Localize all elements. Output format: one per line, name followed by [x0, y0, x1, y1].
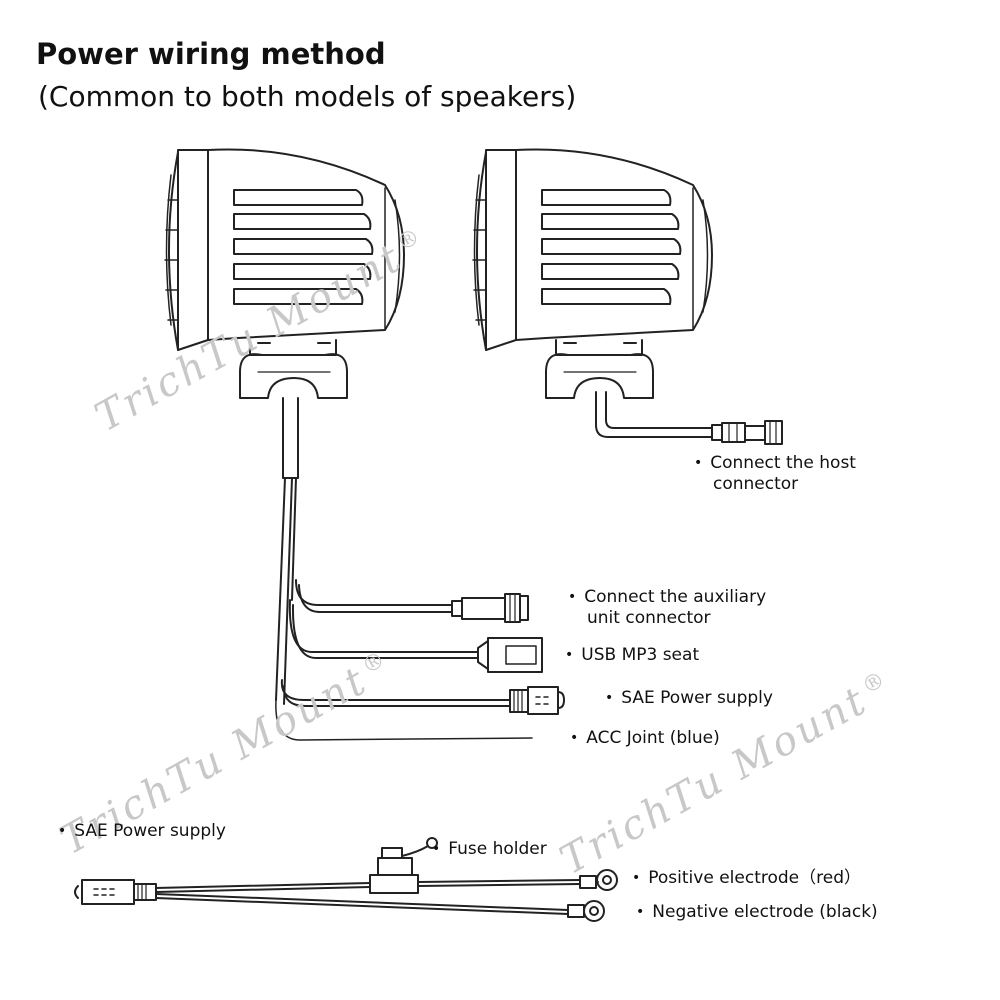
bullet: • — [565, 647, 574, 663]
speaker-aux — [472, 148, 783, 445]
label-sae-speaker: • SAE Power supply — [605, 688, 773, 709]
label-text: Connect the host — [710, 453, 856, 473]
bullet: • — [58, 823, 67, 839]
label-usb: • USB MP3 seat — [565, 645, 699, 666]
bullet: • — [694, 455, 703, 471]
page-subtitle: (Common to both models of speakers) — [38, 80, 577, 113]
label-text: SAE Power supply — [74, 821, 226, 841]
label-aux-connector: • Connect the auxiliary unit connector — [568, 587, 766, 628]
label-positive: • Positive electrode（red） — [632, 868, 861, 889]
bullet: • — [636, 904, 645, 920]
bullet: • — [570, 730, 579, 746]
label-text: SAE Power supply — [621, 688, 773, 708]
bullet: • — [432, 841, 441, 857]
label-text: ACC Joint (blue) — [586, 728, 720, 748]
label-text: unit connector — [587, 608, 711, 628]
label-text: Positive electrode（red） — [648, 868, 861, 888]
bullet: • — [568, 589, 577, 605]
label-fuse-holder: • Fuse holder — [432, 839, 547, 860]
label-text: Connect the auxiliary — [584, 587, 767, 607]
label-text: Negative electrode (black) — [652, 902, 878, 922]
label-sae-cable: • SAE Power supply — [58, 821, 226, 842]
label-text: Fuse holder — [448, 839, 547, 859]
bullet: • — [605, 690, 614, 706]
page-title: Power wiring method — [36, 37, 386, 71]
label-negative: • Negative electrode (black) — [636, 902, 878, 923]
bullet: • — [632, 870, 641, 886]
label-host-connector: • Connect the host connector — [694, 453, 856, 494]
cable-trunk — [275, 397, 565, 741]
label-acc: • ACC Joint (blue) — [570, 728, 720, 749]
sae-power-cable — [74, 837, 618, 922]
speaker-main — [164, 148, 405, 399]
label-text: USB MP3 seat — [581, 645, 700, 665]
label-text: connector — [713, 474, 799, 494]
